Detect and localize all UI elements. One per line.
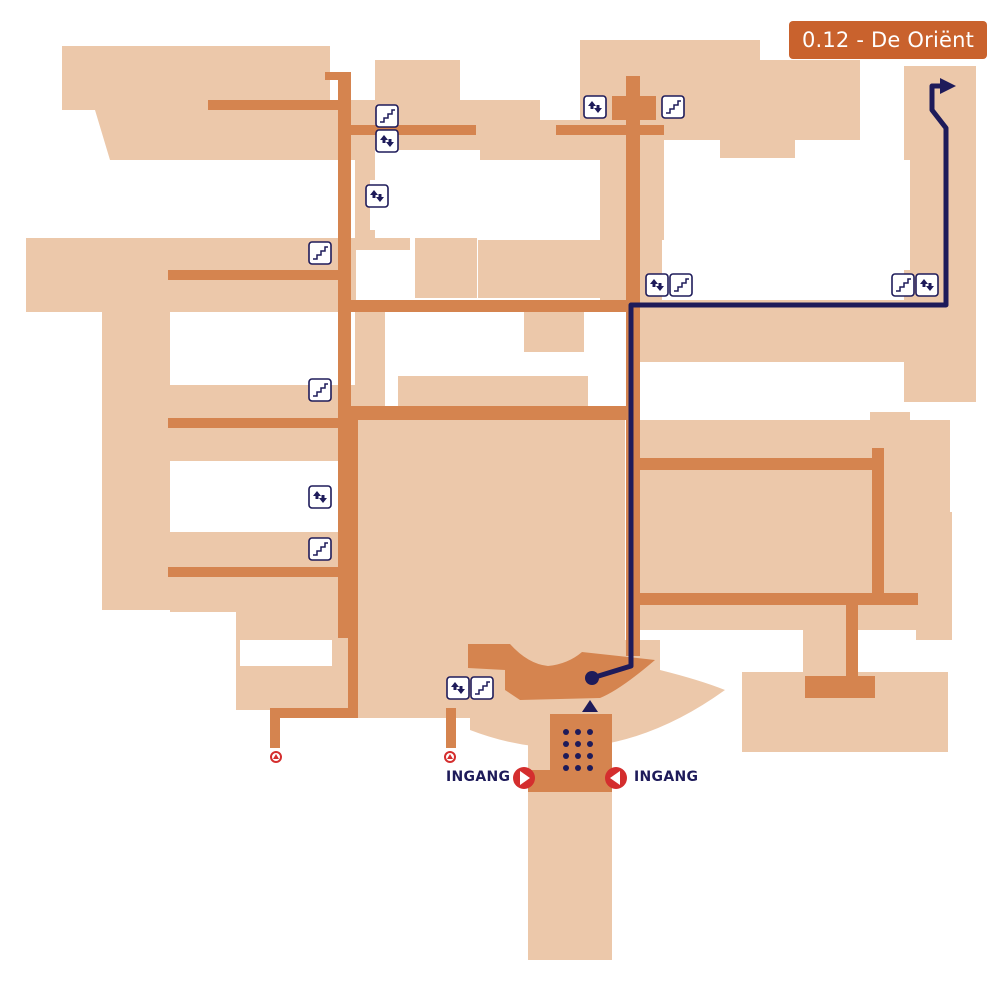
stairs-icon <box>470 676 494 700</box>
stairs-icon <box>891 273 915 297</box>
building-footprint <box>26 40 976 960</box>
stairs-icon <box>375 104 399 128</box>
stairs-icon <box>308 378 332 402</box>
stairs-icon <box>308 241 332 265</box>
elevator-icon <box>365 184 389 208</box>
entrance-label-right: INGANG <box>634 769 699 785</box>
route-path <box>589 83 949 681</box>
elevator-icon <box>446 676 470 700</box>
stairs-icon <box>661 95 685 119</box>
route-start-marker <box>585 671 599 685</box>
entrance-label-left: INGANG <box>446 769 511 785</box>
exit-marker-icon <box>270 751 282 763</box>
elevator-icon <box>375 129 399 153</box>
stairs-icon <box>308 537 332 561</box>
elevator-icon <box>583 95 607 119</box>
destination-label: 0.12 - De Oriënt <box>789 21 987 59</box>
stairs-icon <box>669 273 693 297</box>
arrow-right-icon <box>940 78 956 94</box>
elevator-icon <box>308 485 332 509</box>
entrance-arrow-right-icon <box>513 767 535 789</box>
courtyards <box>240 160 910 666</box>
exit-marker-icon <box>444 751 456 763</box>
entrance-arrow-left-icon <box>605 767 627 789</box>
entrance-walkway-dots <box>563 700 598 771</box>
elevator-icon <box>915 273 939 297</box>
elevator-icon <box>645 273 669 297</box>
